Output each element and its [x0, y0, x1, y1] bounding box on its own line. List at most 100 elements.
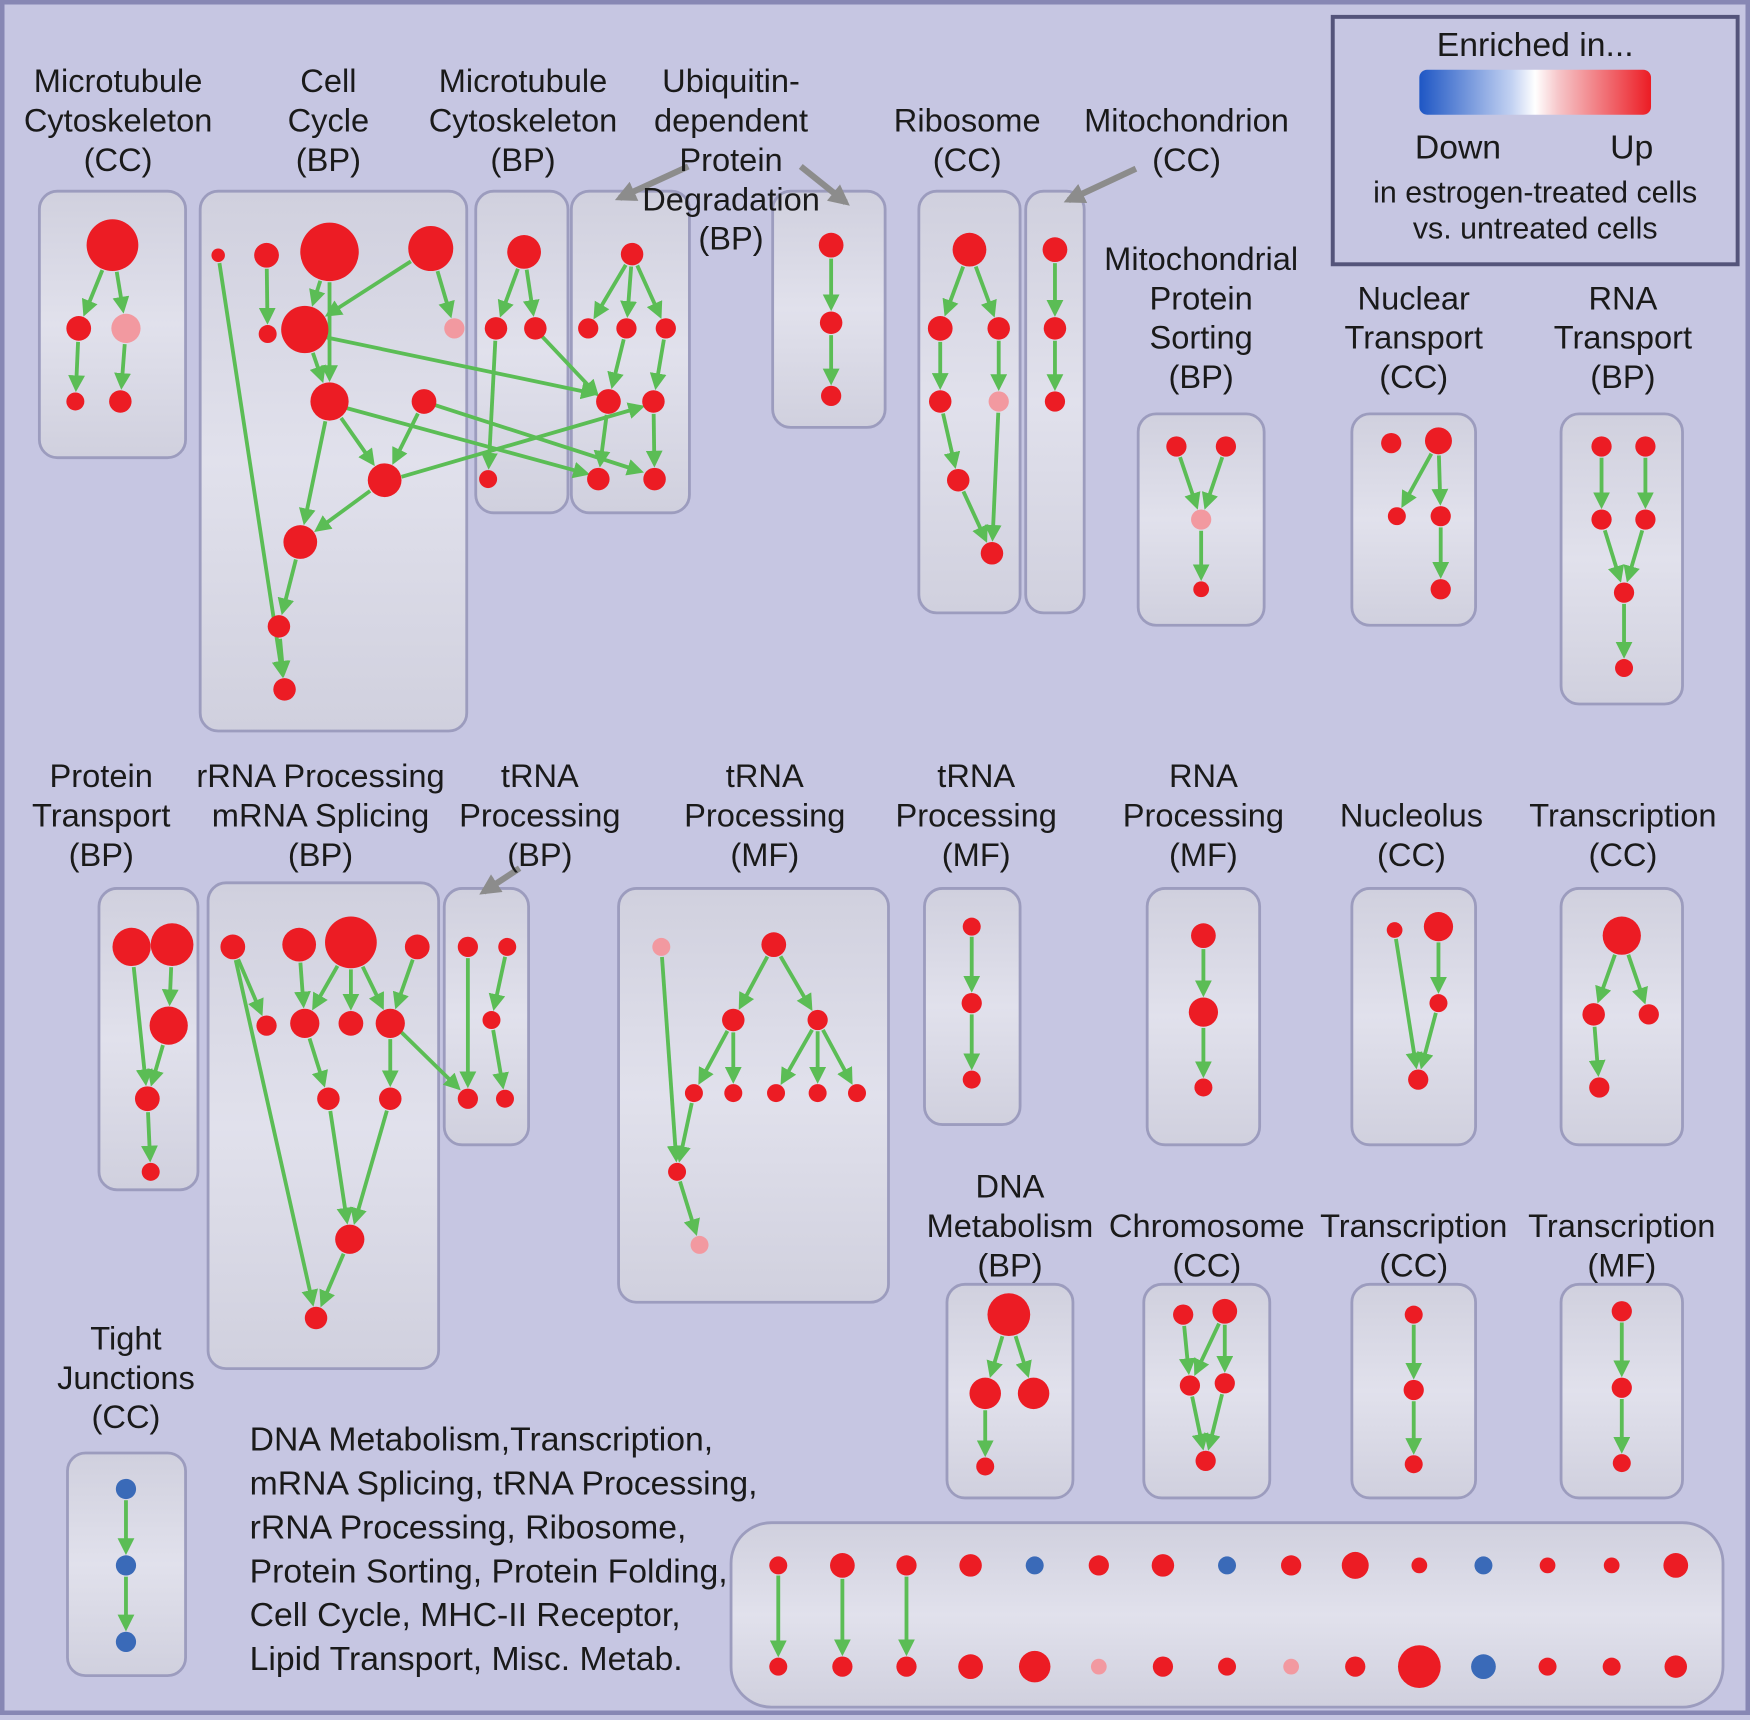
- edge: [1602, 529, 1625, 583]
- go-term-node: [367, 463, 402, 498]
- cluster-label-rna-processing-mf: RNA: [1169, 757, 1238, 794]
- cluster-label-rna-processing-mf: Processing: [1123, 797, 1284, 834]
- go-term-node: [1025, 1556, 1044, 1575]
- go-term-node: [1603, 1557, 1620, 1574]
- edge: [277, 559, 298, 616]
- go-term-node: [479, 470, 498, 489]
- edge: [141, 1112, 158, 1163]
- edge: [309, 280, 326, 307]
- go-term-node: [1589, 1077, 1610, 1098]
- layer-nodes: [66, 219, 1689, 1689]
- cluster-label-chromosome-cc: (CC): [1172, 1246, 1241, 1283]
- go-term-node: [267, 615, 291, 638]
- cluster-label-transcription-mf: Transcription: [1528, 1207, 1715, 1244]
- edge: [821, 1028, 853, 1085]
- go-term-node: [134, 1086, 160, 1112]
- edge: [435, 270, 455, 319]
- go-term-node: [587, 467, 610, 491]
- cluster-label-nucleolus-cc: Nucleolus: [1340, 797, 1483, 834]
- go-term-node: [495, 1089, 514, 1108]
- cluster-label-ribosome-cc: (CC): [933, 141, 1002, 178]
- edge: [497, 268, 520, 318]
- go-term-node: [969, 1377, 1001, 1410]
- edge: [328, 1110, 354, 1225]
- go-term-node: [112, 927, 151, 967]
- edge: [147, 1044, 165, 1087]
- cluster-box-nucleolus-cc: [1350, 887, 1477, 1147]
- cluster-label-cell-cycle-bp: Cycle: [288, 102, 370, 139]
- go-term-node: [896, 1656, 917, 1677]
- cluster-label-ubiquitin-dependent-protein-degradation-bp: Ubiquitin-: [662, 62, 800, 99]
- edge: [961, 490, 988, 543]
- cluster-label-microtubule-cytoskeleton-bp: (BP): [490, 141, 555, 178]
- go-term-node: [1283, 1658, 1300, 1675]
- go-term-node: [1471, 1654, 1496, 1680]
- go-term-node: [444, 318, 465, 339]
- go-term-node: [987, 317, 1010, 340]
- cluster-label-transcription-cc-lower: (CC): [1379, 1246, 1448, 1283]
- cluster-label-protein-transport-bp: Transport: [32, 797, 170, 834]
- go-term-node: [808, 1084, 827, 1103]
- cluster-label-rrna-processing-mrna-splicing-bp: (BP): [288, 836, 353, 873]
- go-term-node: [1411, 1557, 1428, 1574]
- legend-caption-line2: vs. untreated cells: [1413, 212, 1658, 245]
- go-term-node: [498, 937, 517, 956]
- go-term-node: [1408, 1069, 1429, 1090]
- go-term-node: [1345, 1656, 1366, 1677]
- go-term-node: [1430, 506, 1451, 527]
- edge: [660, 956, 684, 1163]
- legend: Enriched in... Down Up in estrogen-treat…: [1330, 14, 1740, 267]
- cluster-label-tight-junctions-cc: Tight: [90, 1320, 161, 1357]
- edge: [649, 339, 667, 391]
- edge: [342, 405, 591, 479]
- go-term-node: [1591, 436, 1612, 457]
- cluster-label-transcription-cc-upper: Transcription: [1529, 797, 1716, 834]
- go-term-node: [1663, 1553, 1689, 1578]
- go-term-node: [818, 232, 844, 258]
- edge: [1193, 1322, 1221, 1377]
- edge: [479, 865, 522, 895]
- cluster-label-cell-cycle-bp: (BP): [296, 141, 361, 178]
- edge: [1431, 455, 1449, 506]
- go-term-node: [961, 993, 982, 1014]
- go-term-node: [819, 311, 843, 335]
- cluster-label-ubiquitin-dependent-protein-degradation-bp: dependent: [654, 102, 808, 139]
- edge: [114, 343, 131, 390]
- edge: [1203, 1393, 1224, 1451]
- go-term-node: [620, 242, 644, 266]
- edge: [942, 265, 965, 317]
- go-term-node: [1088, 1555, 1109, 1576]
- go-term-node: [1179, 1375, 1201, 1396]
- edge: [973, 265, 997, 318]
- edge: [607, 338, 626, 390]
- go-term-node: [1539, 1557, 1556, 1574]
- go-term-node: [769, 1556, 788, 1575]
- legend-up-label: Up: [1610, 129, 1653, 167]
- edge: [312, 964, 340, 1011]
- cluster-box-chromosome-cc: [1142, 1282, 1272, 1500]
- cluster-label-ribosome-cc: Ribosome: [894, 102, 1041, 139]
- edge: [1063, 165, 1138, 204]
- edge: [1595, 954, 1617, 1004]
- go-term-node: [1615, 659, 1634, 678]
- go-term-node: [1017, 1377, 1050, 1410]
- edge: [645, 413, 663, 468]
- cluster-label-trna-processing-mf-large: tRNA: [726, 757, 804, 794]
- cluster-label-nucleolus-cc: (CC): [1377, 836, 1446, 873]
- go-term-node: [86, 219, 139, 272]
- go-term-node: [310, 382, 349, 421]
- cluster-label-nuclear-transport-cc: Nuclear: [1358, 279, 1471, 316]
- go-term-node: [1387, 507, 1406, 526]
- go-term-node: [1611, 1377, 1632, 1398]
- go-term-node: [317, 1087, 340, 1110]
- go-term-node: [927, 316, 953, 341]
- go-term-node: [1281, 1555, 1302, 1576]
- go-term-node: [1215, 436, 1237, 457]
- edge: [674, 1102, 694, 1163]
- go-term-node: [1404, 1455, 1423, 1474]
- go-term-node: [1090, 1658, 1107, 1675]
- go-term-node: [1166, 436, 1187, 457]
- go-term-node: [282, 927, 317, 962]
